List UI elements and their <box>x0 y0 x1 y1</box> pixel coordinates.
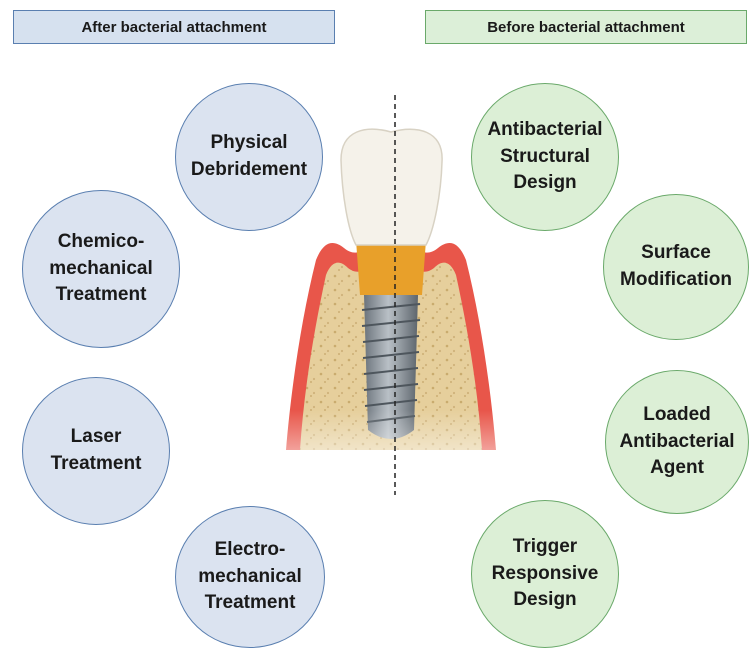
crown <box>341 129 442 245</box>
method-label: Loaded Antibacterial Agent <box>619 402 734 482</box>
method-loaded-antibacterial: Loaded Antibacterial Agent <box>605 370 749 514</box>
method-electro-mechanical: Electro- mechanical Treatment <box>175 506 325 648</box>
after-attachment-label: After bacterial attachment <box>81 19 266 36</box>
before-attachment-header: Before bacterial attachment <box>425 10 747 44</box>
after-attachment-header: After bacterial attachment <box>13 10 335 44</box>
method-laser: Laser Treatment <box>22 377 170 525</box>
method-label: Laser Treatment <box>51 424 142 477</box>
abutment <box>356 240 426 295</box>
before-attachment-label: Before bacterial attachment <box>487 19 685 36</box>
method-trigger-responsive: Trigger Responsive Design <box>471 500 619 648</box>
method-label: Trigger Responsive Design <box>492 534 599 614</box>
method-label: Chemico- mechanical Treatment <box>49 229 153 309</box>
method-label: Surface Modification <box>620 240 732 293</box>
dental-implant-illustration <box>276 90 506 500</box>
method-chemico-mechanical: Chemico- mechanical Treatment <box>22 190 180 348</box>
method-surface-modification: Surface Modification <box>603 194 749 340</box>
method-label: Electro- mechanical Treatment <box>198 537 302 617</box>
